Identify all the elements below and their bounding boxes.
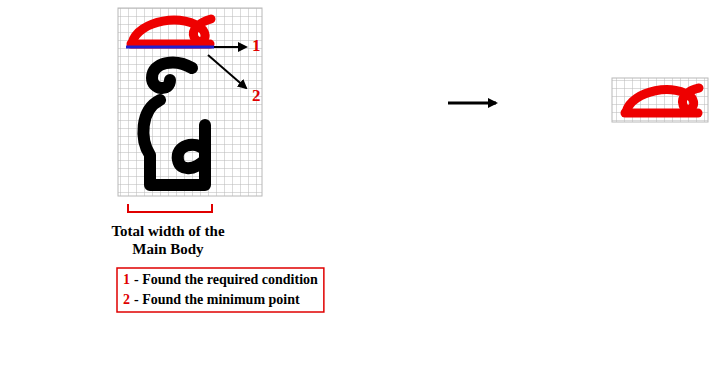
legend-number: 2	[123, 292, 130, 308]
bracket-caption: Total width of the Main Body	[98, 222, 238, 258]
main-body	[143, 63, 205, 185]
callout-arrow	[208, 55, 246, 88]
legend-text: - Found the minimum point	[134, 292, 300, 308]
callout-arrow	[214, 46, 246, 48]
extracted-mark	[625, 88, 699, 113]
callout-number: 1	[252, 36, 261, 56]
upper-mark	[131, 19, 211, 44]
legend-number: 1	[123, 272, 130, 288]
callout-number: 2	[252, 86, 261, 106]
split-line	[126, 46, 214, 49]
pixel-grid	[118, 8, 262, 196]
width-bracket	[128, 204, 212, 212]
legend-frame	[117, 268, 324, 312]
pixel-grid	[612, 78, 708, 122]
transition-arrow	[448, 102, 496, 105]
legend-text: - Found the required condition	[134, 272, 318, 288]
